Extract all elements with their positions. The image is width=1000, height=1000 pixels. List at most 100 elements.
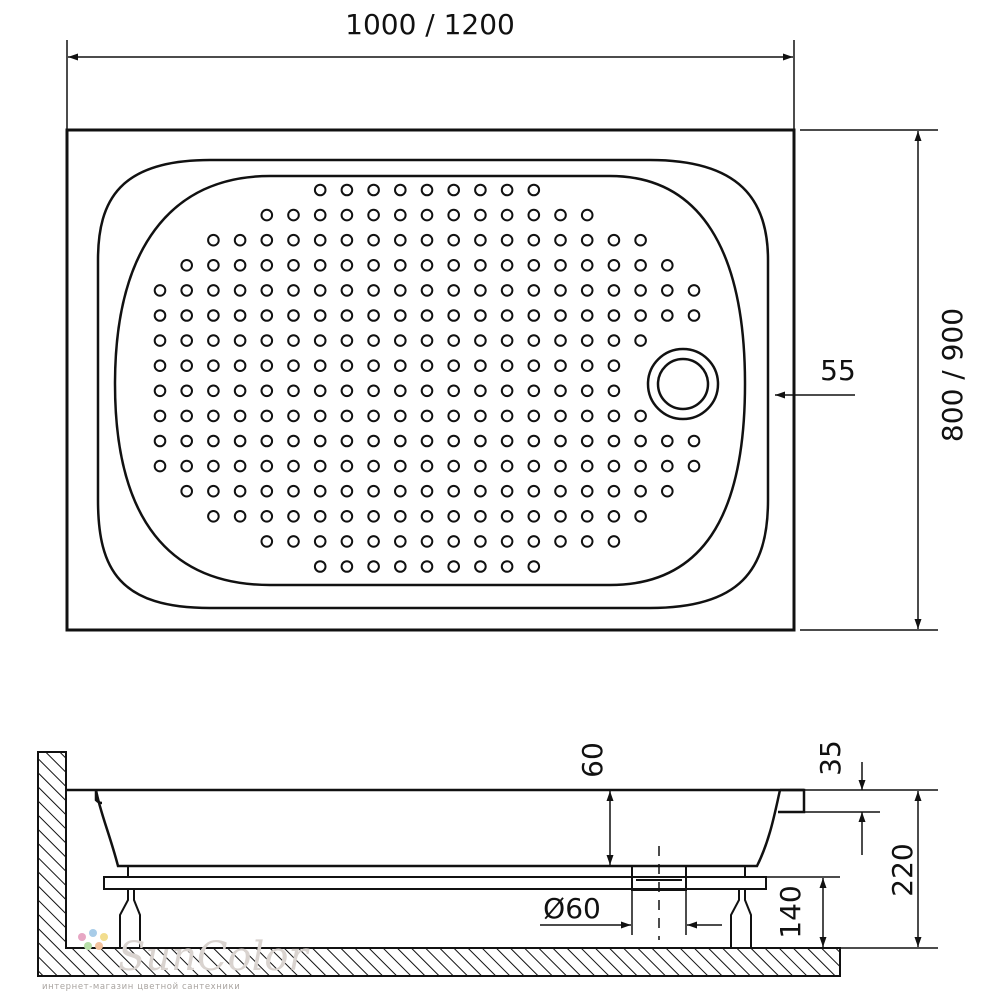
anti-slip-dot xyxy=(420,384,434,398)
anti-slip-dot xyxy=(287,259,300,272)
anti-slip-dot xyxy=(554,359,567,373)
anti-slip-dot xyxy=(313,535,327,548)
anti-slip-dot xyxy=(233,434,247,448)
anti-slip-dot xyxy=(527,384,541,398)
anti-slip-dot xyxy=(180,484,193,498)
top-view: 1000 / 1200 800 / 900 55 xyxy=(65,8,969,632)
anti-slip-dot xyxy=(500,535,514,548)
anti-slip-dot xyxy=(394,434,407,448)
anti-slip-dot xyxy=(394,560,407,573)
anti-slip-dot xyxy=(367,484,380,498)
anti-slip-dot xyxy=(367,334,380,347)
anti-slip-dot xyxy=(420,233,434,247)
anti-slip-dot xyxy=(607,233,621,247)
anti-slip-dot xyxy=(527,434,541,448)
anti-slip-dot xyxy=(607,409,621,423)
anti-slip-dot xyxy=(207,334,220,347)
anti-slip-dot xyxy=(420,183,434,197)
anti-slip-dot xyxy=(394,409,407,423)
anti-slip-dot xyxy=(580,208,594,222)
drain-offset-label: 55 xyxy=(820,354,856,387)
anti-slip-dot xyxy=(340,484,354,498)
anti-slip-dot xyxy=(153,384,167,398)
anti-slip-dot xyxy=(607,535,621,548)
anti-slip-dot xyxy=(287,409,300,423)
anti-slip-dot xyxy=(340,233,354,247)
watermark-logo: SunColor xyxy=(118,934,310,980)
anti-slip-dot xyxy=(367,183,380,197)
anti-slip-dot xyxy=(420,409,434,423)
anti-slip-dot xyxy=(313,409,327,423)
anti-slip-dot xyxy=(287,233,300,247)
tray-outline xyxy=(65,128,796,632)
anti-slip-dot xyxy=(447,484,461,498)
drain-offset-dimension: 55 xyxy=(775,354,856,399)
anti-slip-dot xyxy=(394,334,407,347)
anti-slip-dot xyxy=(340,384,354,398)
anti-slip-dot xyxy=(447,183,461,197)
anti-slip-dot xyxy=(580,484,594,498)
anti-slip-dot xyxy=(340,434,354,448)
anti-slip-dot xyxy=(260,409,274,423)
anti-slip-dot xyxy=(233,259,247,272)
anti-slip-dot xyxy=(260,309,274,322)
anti-slip-dot xyxy=(447,459,461,473)
anti-slip-dot xyxy=(394,384,407,398)
anti-slip-dot xyxy=(474,309,487,322)
anti-slip-dot xyxy=(661,284,674,297)
anti-slip-dot xyxy=(500,510,514,523)
anti-slip-dot xyxy=(474,409,487,423)
anti-slip-dot xyxy=(153,284,167,297)
anti-slip-dot xyxy=(554,284,567,297)
anti-slip-dot xyxy=(287,334,300,347)
leg-height-dimension: 140 xyxy=(766,876,840,947)
anti-slip-dot xyxy=(500,259,514,272)
anti-slip-dot xyxy=(607,434,621,448)
anti-slip-dot xyxy=(260,484,274,498)
anti-slip-dot xyxy=(500,484,514,498)
anti-slip-dot xyxy=(447,510,461,523)
drain-pipe-icon xyxy=(631,846,687,940)
anti-slip-dot xyxy=(554,510,567,523)
width-dimension: 1000 / 1200 xyxy=(66,8,795,130)
anti-slip-dot xyxy=(367,459,380,473)
anti-slip-dot xyxy=(367,434,380,448)
anti-slip-dot xyxy=(634,434,647,448)
anti-slip-dot xyxy=(233,233,247,247)
anti-slip-dot xyxy=(447,535,461,548)
anti-slip-dot xyxy=(607,284,621,297)
anti-slip-dot xyxy=(447,409,461,423)
anti-slip-dot xyxy=(554,535,567,548)
anti-slip-dots xyxy=(153,183,701,573)
anti-slip-dot xyxy=(420,459,434,473)
watermark-caption: интернет-магазин цветной сантехники xyxy=(42,982,240,992)
anti-slip-dot xyxy=(180,259,193,272)
anti-slip-dot xyxy=(474,459,487,473)
anti-slip-dot xyxy=(527,535,541,548)
anti-slip-dot xyxy=(233,484,247,498)
anti-slip-dot xyxy=(661,309,674,322)
anti-slip-dot xyxy=(687,459,701,473)
anti-slip-dot xyxy=(313,484,327,498)
anti-slip-dot xyxy=(260,233,274,247)
anti-slip-dot xyxy=(500,560,514,573)
anti-slip-dot xyxy=(580,434,594,448)
anti-slip-dot xyxy=(207,484,220,498)
anti-slip-dot xyxy=(394,359,407,373)
anti-slip-dot xyxy=(233,459,247,473)
anti-slip-dot xyxy=(500,233,514,247)
anti-slip-dot xyxy=(180,434,193,448)
anti-slip-dot xyxy=(260,284,274,297)
anti-slip-dot xyxy=(340,284,354,297)
depth-dimension: 800 / 900 xyxy=(800,129,969,631)
anti-slip-dot xyxy=(580,334,594,347)
anti-slip-dot xyxy=(394,259,407,272)
anti-slip-dot xyxy=(607,484,621,498)
anti-slip-dot xyxy=(340,183,354,197)
width-label: 1000 / 1200 xyxy=(345,8,515,41)
anti-slip-dot xyxy=(500,284,514,297)
anti-slip-dot xyxy=(527,183,541,197)
anti-slip-dot xyxy=(634,233,647,247)
anti-slip-dot xyxy=(420,208,434,222)
anti-slip-dot xyxy=(313,560,327,573)
